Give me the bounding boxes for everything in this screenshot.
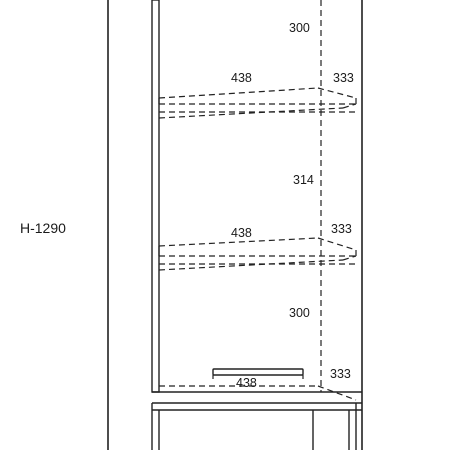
lower-section xyxy=(151,402,362,450)
shelf-1 xyxy=(158,87,357,119)
shelf-2-depth-label: 333 xyxy=(331,222,352,236)
shelf-2 xyxy=(158,237,357,271)
shelf-1-depth-label: 333 xyxy=(333,71,354,85)
compartment-1-height-label: 300 xyxy=(289,21,310,35)
shelf-3-width-label: 438 xyxy=(236,376,257,390)
total-height-label: H-1290 xyxy=(20,220,66,236)
shelf-2-width-label: 438 xyxy=(231,226,252,240)
door-handle xyxy=(212,368,304,379)
shelf-3 xyxy=(159,385,357,401)
shelf-3-depth-label: 333 xyxy=(330,367,351,381)
compartment-3-height-label: 300 xyxy=(289,306,310,320)
compartment-2-height-label: 314 xyxy=(293,173,314,187)
shelf-1-width-label: 438 xyxy=(231,71,252,85)
door-panel xyxy=(151,0,160,393)
